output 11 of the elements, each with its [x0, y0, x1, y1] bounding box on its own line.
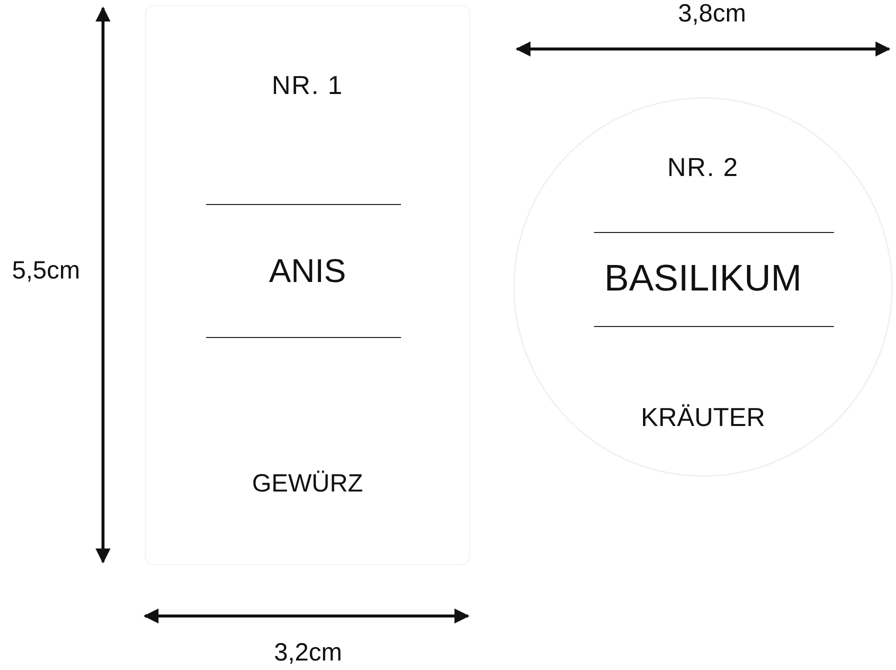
dimension-label: 5,5cm: [12, 256, 80, 286]
round-label: [513, 97, 893, 477]
label-number: NR. 2: [667, 153, 739, 183]
label-title: ANIS: [268, 252, 346, 290]
dimension-label: 3,8cm: [678, 0, 746, 28]
label-title: BASILIKUM: [604, 258, 802, 300]
label-category: KRÄUTER: [640, 403, 766, 433]
dimension-label: 3,2cm: [274, 638, 342, 668]
rectangular-label: [145, 5, 470, 565]
label-number: NR. 1: [272, 71, 344, 101]
label-category: GEWÜRZ: [252, 470, 364, 498]
